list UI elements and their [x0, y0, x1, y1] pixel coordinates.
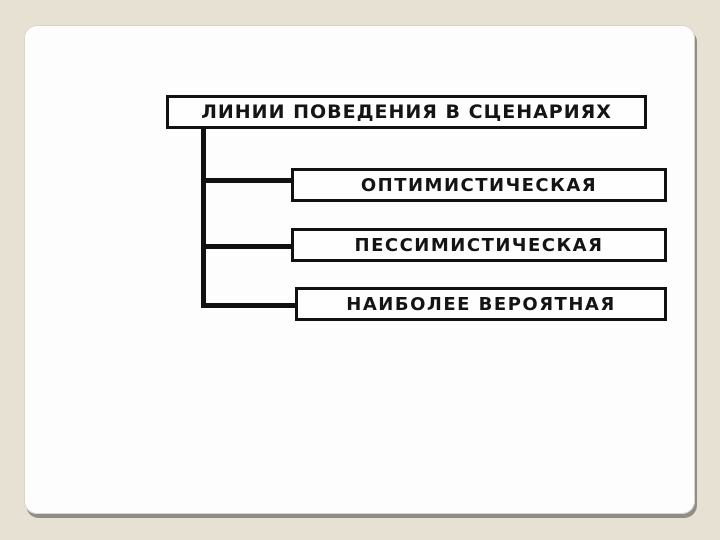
connector-branch-pessimistic	[203, 244, 292, 249]
diagram-child-box-most-likely: НАИБОЛЕЕ ВЕРОЯТНАЯ	[295, 287, 667, 321]
diagram-root-label: ЛИНИИ ПОВЕДЕНИЯ В СЦЕНАРИЯХ	[201, 101, 612, 123]
diagram-child-label-pessimistic: ПЕССИМИСТИЧЕСКАЯ	[354, 234, 604, 256]
diagram-root-box: ЛИНИИ ПОВЕДЕНИЯ В СЦЕНАРИЯХ	[166, 95, 647, 129]
presentation-slide: ЛИНИИ ПОВЕДЕНИЯ В СЦЕНАРИЯХ ОПТИМИСТИЧЕС…	[24, 25, 695, 514]
connector-vertical-trunk	[201, 128, 206, 308]
diagram-child-label-most-likely: НАИБОЛЕЕ ВЕРОЯТНАЯ	[346, 293, 616, 315]
diagram-child-box-pessimistic: ПЕССИМИСТИЧЕСКАЯ	[291, 228, 667, 262]
diagram-child-box-optimistic: ОПТИМИСТИЧЕСКАЯ	[291, 168, 667, 202]
connector-branch-optimistic	[203, 178, 292, 183]
diagram-child-label-optimistic: ОПТИМИСТИЧЕСКАЯ	[360, 174, 598, 196]
connector-branch-most-likely	[203, 303, 296, 308]
